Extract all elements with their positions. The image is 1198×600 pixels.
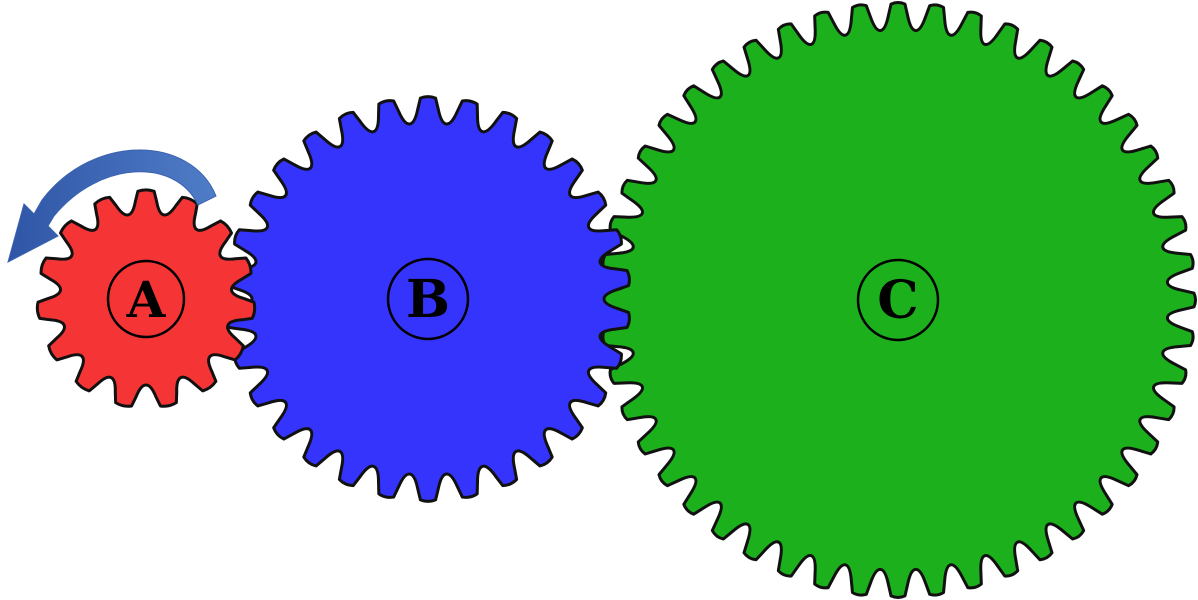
gear-a: A <box>37 190 254 406</box>
gear-b-label: B <box>406 269 450 330</box>
gear-c-label: C <box>877 270 918 331</box>
gear-a-label: A <box>126 270 167 329</box>
gear-b: B <box>227 97 630 502</box>
gear-c: C <box>600 2 1195 597</box>
